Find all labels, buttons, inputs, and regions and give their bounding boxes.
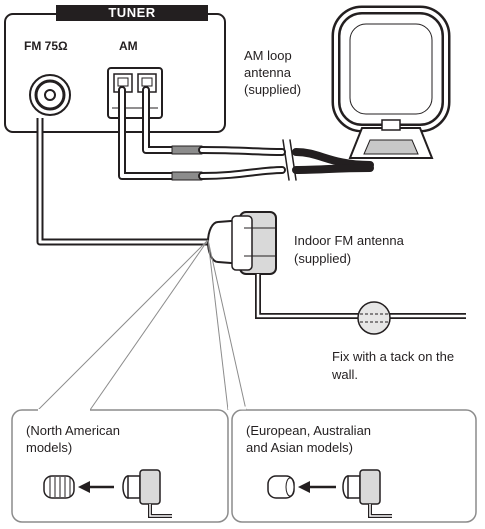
am-antenna-label-line-2: antenna bbox=[244, 65, 291, 80]
fm-antenna-label-line-1: Indoor FM antenna bbox=[294, 233, 404, 248]
am-terminal-label: AM bbox=[117, 39, 140, 53]
tack-icon bbox=[357, 301, 391, 335]
am-terminal-icon bbox=[107, 67, 163, 119]
tuner-panel bbox=[4, 13, 226, 133]
tack-note-line-2: wall. bbox=[332, 367, 359, 382]
fm-jack-icon bbox=[29, 74, 71, 116]
inset-north-american-label-line-2: models) bbox=[26, 440, 73, 455]
am-wires bbox=[118, 86, 374, 181]
inset-european-label-line-2: and Asian models) bbox=[246, 440, 353, 455]
fm-cable bbox=[36, 118, 218, 246]
fm-antenna-label-line-2: (supplied) bbox=[294, 251, 352, 266]
am-antenna-label-line-3: (supplied) bbox=[244, 82, 302, 97]
north-american-adapter-icon bbox=[43, 469, 172, 518]
indoor-fm-antenna-icon bbox=[207, 211, 466, 319]
fm-terminal-label: FM 75Ω bbox=[22, 39, 70, 53]
european-adapter-icon bbox=[267, 469, 392, 518]
inset-north-american-label-line-1: (North American bbox=[26, 423, 120, 438]
callout-lines bbox=[37, 239, 247, 411]
am-loop-antenna-icon bbox=[331, 5, 451, 159]
inset-european-label-line-1: (European, Australian bbox=[246, 423, 372, 438]
tuner-panel-title: TUNER bbox=[56, 5, 208, 21]
tack-note-line-1: Fix with a tack on the bbox=[332, 349, 455, 364]
am-antenna-label-line-1: AM loop bbox=[244, 48, 292, 63]
